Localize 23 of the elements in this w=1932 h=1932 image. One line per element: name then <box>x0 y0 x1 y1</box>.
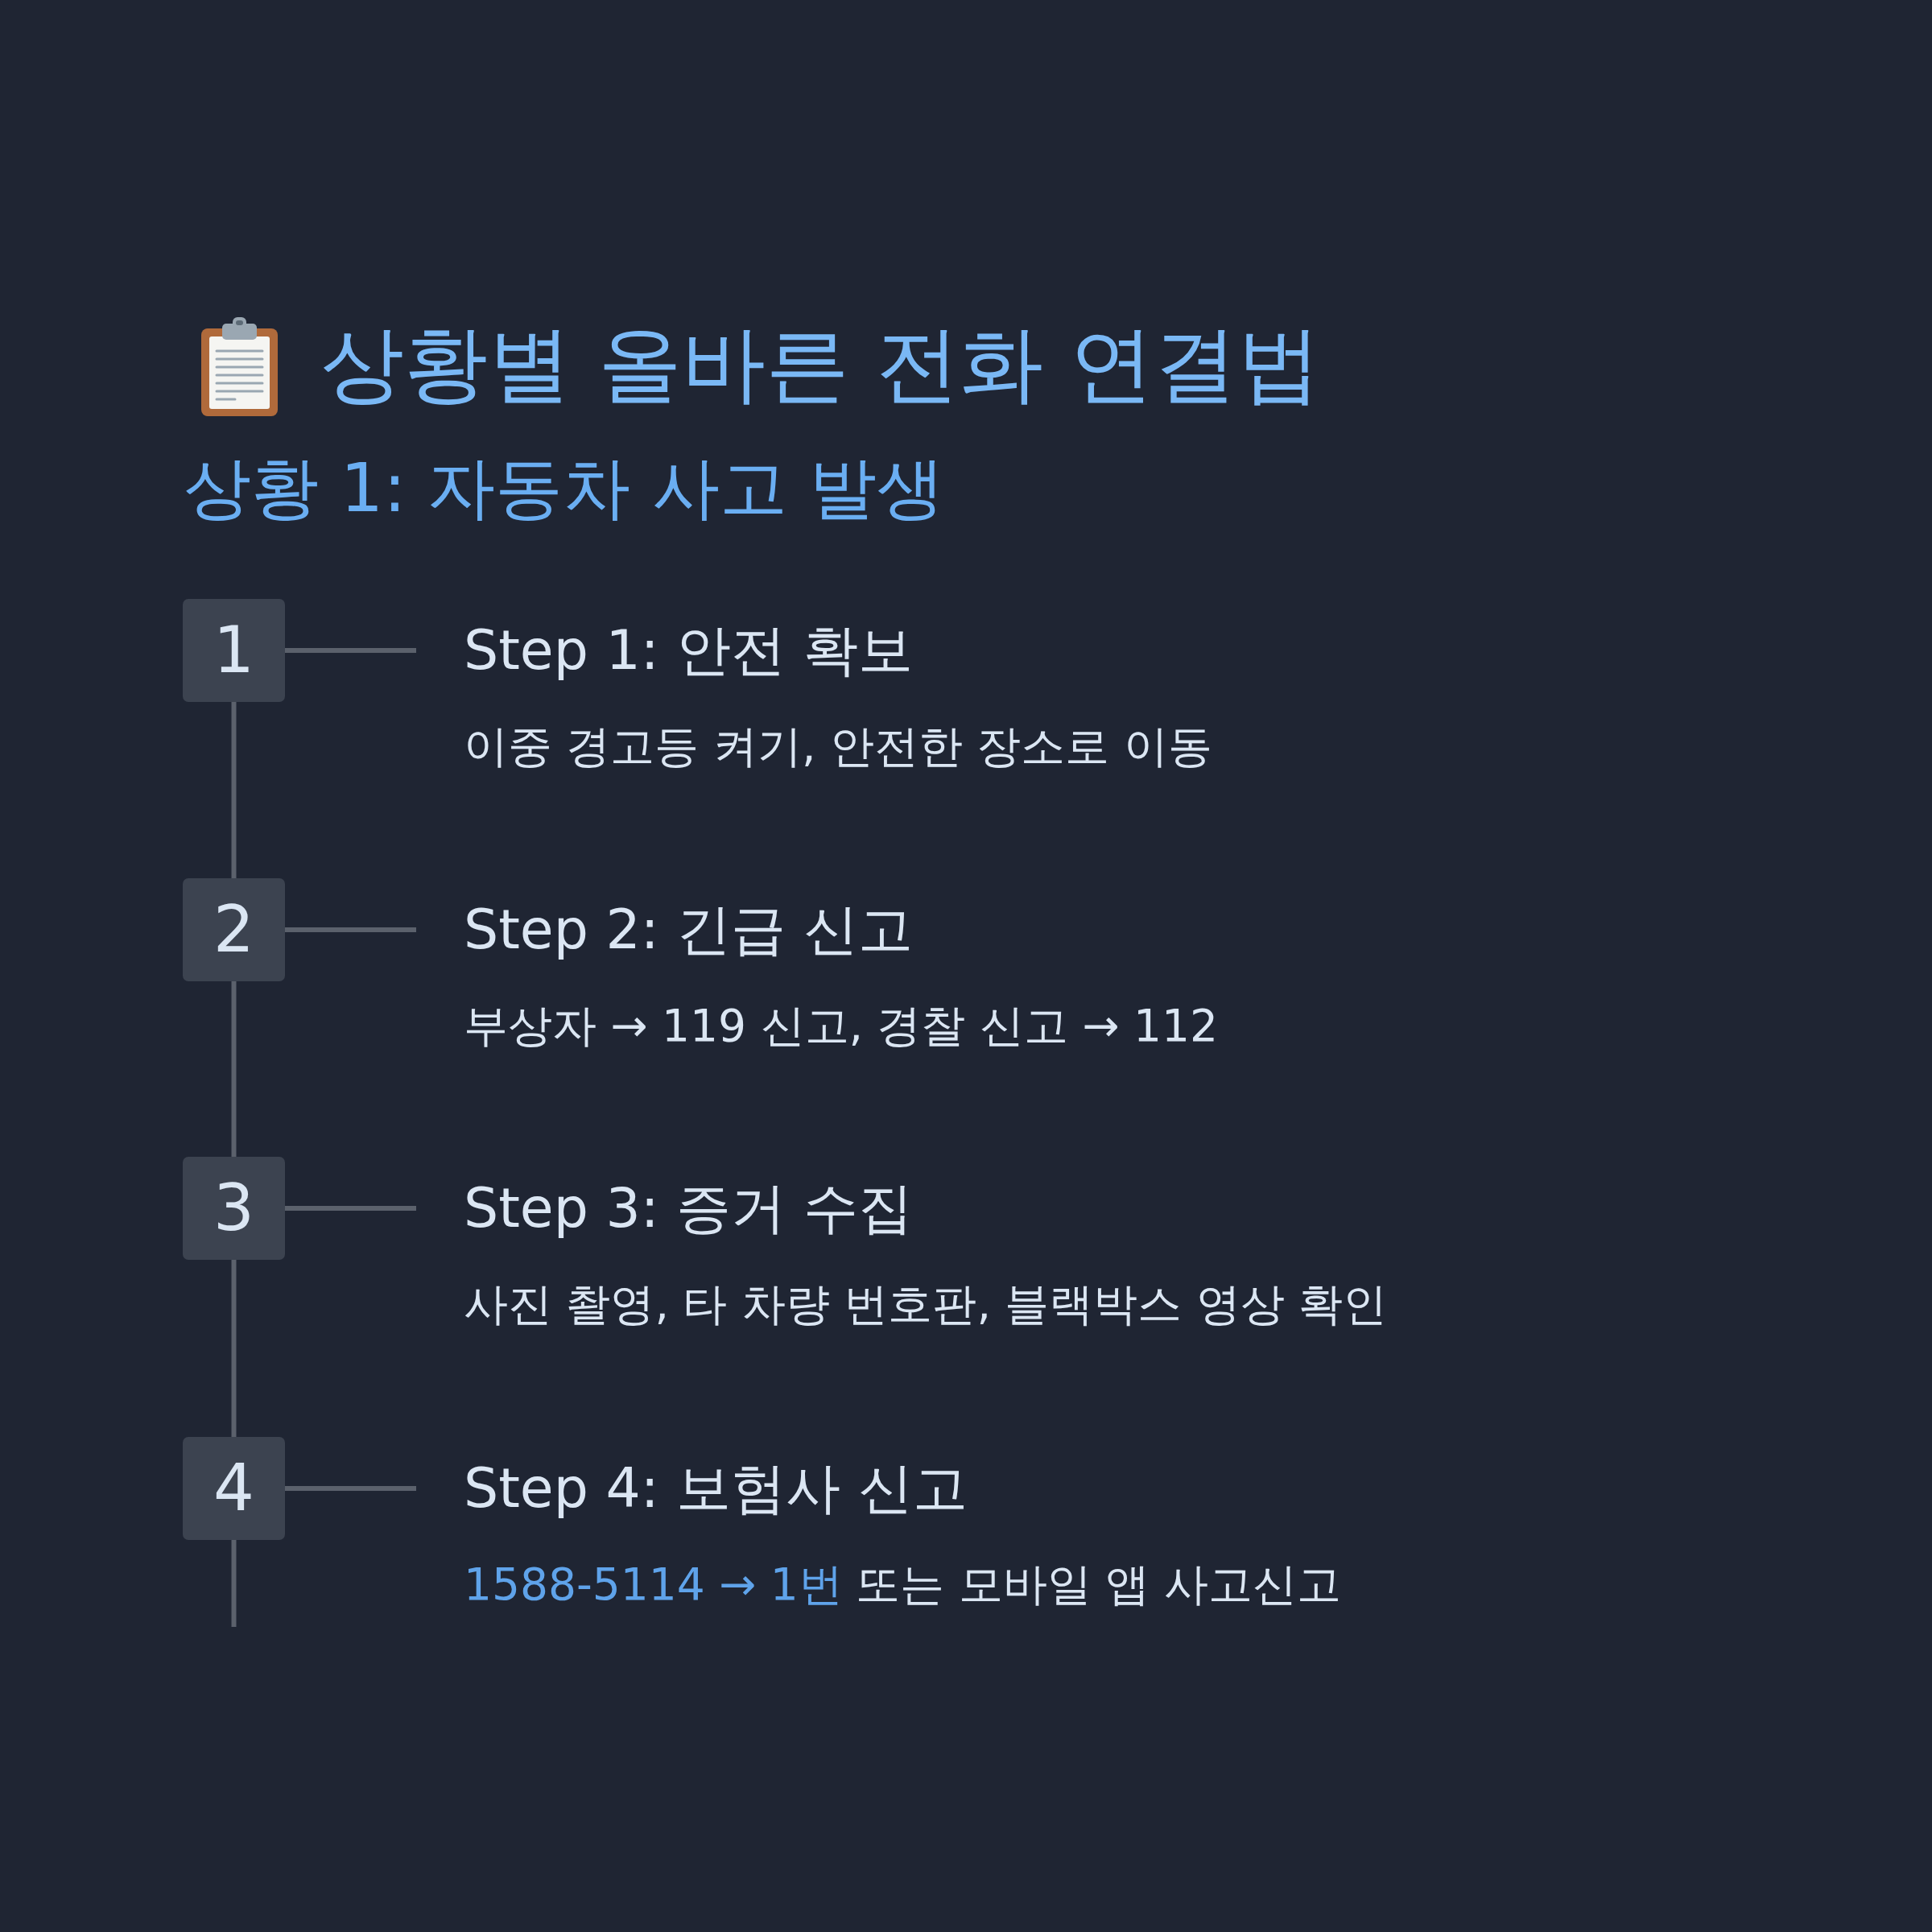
step-title: Step 4: 보험사 신고 <box>464 1455 968 1521</box>
step-title: Step 1: 안전 확보 <box>464 617 913 683</box>
step-number: 4 <box>183 1437 285 1540</box>
phone-link: 1588-5114 → 1번 <box>464 1558 843 1612</box>
step-description: 사진 촬영, 타 차량 번호판, 블랙박스 영상 확인 <box>464 1278 1388 1331</box>
step-description: 이중 경고등 켜기, 안전한 장소로 이동 <box>464 720 1212 774</box>
connector-line <box>231 702 237 878</box>
connector-line <box>285 648 416 653</box>
title: 상황별 올바른 전화 연결법 <box>320 316 1322 413</box>
connector-line <box>285 1486 416 1491</box>
connector-line <box>231 981 237 1157</box>
step-number: 3 <box>183 1157 285 1260</box>
step-description: 또는 모바일 앱 사고신고 <box>856 1558 1341 1612</box>
step-title: Step 2: 긴급 신고 <box>464 897 913 963</box>
connector-line <box>231 1540 237 1627</box>
connector-line <box>285 927 416 932</box>
connector-line <box>231 1260 237 1437</box>
step-title: Step 3: 증거 수집 <box>464 1175 913 1241</box>
connector-line <box>285 1206 416 1211</box>
step-number: 1 <box>183 599 285 702</box>
step-description: 부상자 → 119 신고, 경찰 신고 → 112 <box>464 999 1218 1053</box>
subtitle: 상황 1: 자동차 사고 발생 <box>184 449 944 527</box>
step-number: 2 <box>183 878 285 981</box>
